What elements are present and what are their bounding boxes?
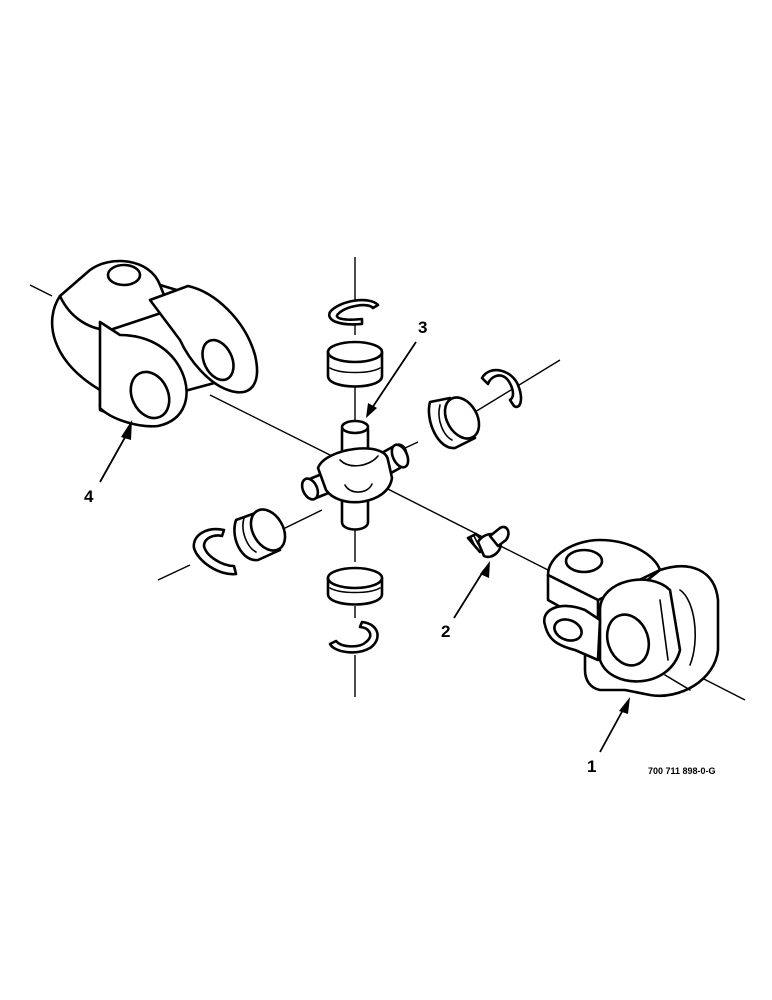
bearing-cup-top <box>326 340 384 388</box>
drawing-reference-code: 700 711 898-0-G <box>648 766 716 776</box>
bearing-cup-bottom <box>326 566 384 606</box>
snap-ring-right <box>480 368 523 409</box>
snap-ring-top <box>327 298 380 326</box>
callout-1: 1 <box>587 757 596 776</box>
callout-3: 3 <box>418 318 427 337</box>
snap-ring-bottom <box>328 620 379 654</box>
leader-arrows <box>99 341 630 753</box>
bearing-cup-right <box>427 396 481 450</box>
cross-spider <box>300 419 410 531</box>
snap-ring-left <box>192 527 238 576</box>
right-yoke <box>542 538 720 698</box>
grease-fitting <box>466 525 510 559</box>
left-yoke <box>50 259 259 428</box>
callout-2: 2 <box>441 622 450 641</box>
bearing-cup-left <box>233 508 287 562</box>
callout-4: 4 <box>84 487 94 506</box>
